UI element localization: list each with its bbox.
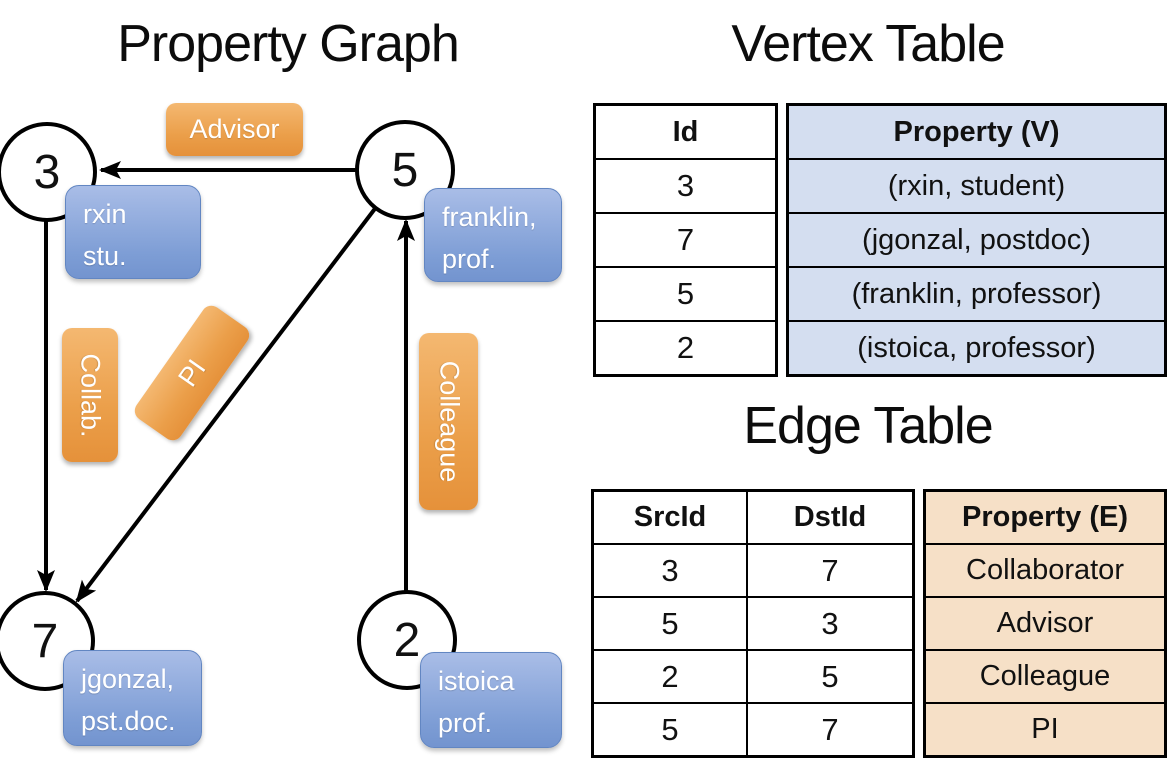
vertex-property-line: istoica (438, 666, 515, 696)
vertex-table-header-property: Property (V) (786, 103, 1167, 160)
vertex-table-title: Vertex Table (731, 15, 1005, 73)
vertex-node-5: 5 (355, 120, 455, 220)
edge-table-property-column: Property (E) Collaborator Advisor Collea… (923, 489, 1167, 758)
edge-table-cell-src: 5 (591, 596, 748, 651)
edge-table-cell-src: 2 (591, 649, 748, 704)
vertex-node-2-id: 2 (393, 613, 421, 667)
vertex-property-line: stu. (83, 240, 127, 271)
edge-table-header-dstid: DstId (746, 489, 915, 545)
edge-table-id-columns: SrcId DstId 3 7 5 3 2 5 5 7 (591, 489, 915, 758)
vertex-property-line: prof. (442, 243, 497, 274)
vertex-table-cell-id: 5 (593, 266, 778, 322)
edge-5-to-7-pi (75, 204, 379, 603)
edge-label-pi-text: PI (171, 353, 212, 392)
vertex-property-box-istoica: istoica prof. (420, 652, 562, 748)
vertex-node-3-id: 3 (33, 145, 61, 199)
vertex-table-cell-id: 3 (593, 158, 778, 214)
vertex-property-line: pst.doc. (81, 705, 176, 736)
vertex-property-box-rxin: rxin stu. (65, 185, 201, 279)
vertex-property-line: jgonzal, (81, 664, 175, 694)
vertex-table-cell-property: (istoica, professor) (786, 320, 1167, 377)
vertex-table-cell-id: 7 (593, 212, 778, 268)
edge-label-advisor: Advisor (166, 103, 303, 156)
vertex-property-line: rxin (83, 199, 127, 229)
vertex-table-id-column: Id 3 7 5 2 (593, 103, 778, 377)
vertex-node-7-id: 7 (31, 614, 59, 668)
vertex-property-box-jgonzal: jgonzal, pst.doc. (63, 650, 202, 746)
edge-table-cell-property: PI (923, 702, 1167, 758)
edge-table-cell-property: Colleague (923, 649, 1167, 704)
edge-table-cell-src: 3 (591, 543, 748, 598)
vertex-table-cell-property: (rxin, student) (786, 158, 1167, 214)
edge-table-cell-dst: 3 (746, 596, 915, 651)
edge-table-cell-property: Collaborator (923, 543, 1167, 598)
edge-label-collab-text: Collab. (75, 352, 106, 438)
edge-label-colleague-text: Colleague (434, 360, 464, 483)
edge-table-cell-dst: 7 (746, 543, 915, 598)
vertex-table-property-column: Property (V) (rxin, student) (jgonzal, p… (786, 103, 1167, 377)
property-graph-title: Property Graph (117, 15, 459, 73)
edge-table-header-property: Property (E) (923, 489, 1167, 545)
vertex-property-box-franklin: franklin, prof. (424, 188, 562, 282)
vertex-table-cell-id: 2 (593, 320, 778, 377)
edge-label-collab: Collab. (62, 328, 118, 462)
vertex-node-5-id: 5 (391, 143, 419, 197)
edge-table-cell-dst: 5 (746, 649, 915, 704)
vertex-property-line: prof. (438, 707, 493, 738)
vertex-table-header-id: Id (593, 103, 778, 160)
vertex-property-line: franklin, (442, 202, 537, 232)
edge-label-advisor-text: Advisor (189, 114, 280, 144)
vertex-table-cell-property: (jgonzal, postdoc) (786, 212, 1167, 268)
edge-label-colleague: Colleague (419, 333, 478, 510)
graph-edges (37, 161, 415, 603)
edge-table-title: Edge Table (743, 397, 993, 455)
edge-table-cell-dst: 7 (746, 702, 915, 758)
vertex-table-cell-property: (franklin, professor) (786, 266, 1167, 322)
edge-table-cell-property: Advisor (923, 596, 1167, 651)
edge-table-cell-src: 5 (591, 702, 748, 758)
edge-table-header-srcid: SrcId (591, 489, 748, 545)
